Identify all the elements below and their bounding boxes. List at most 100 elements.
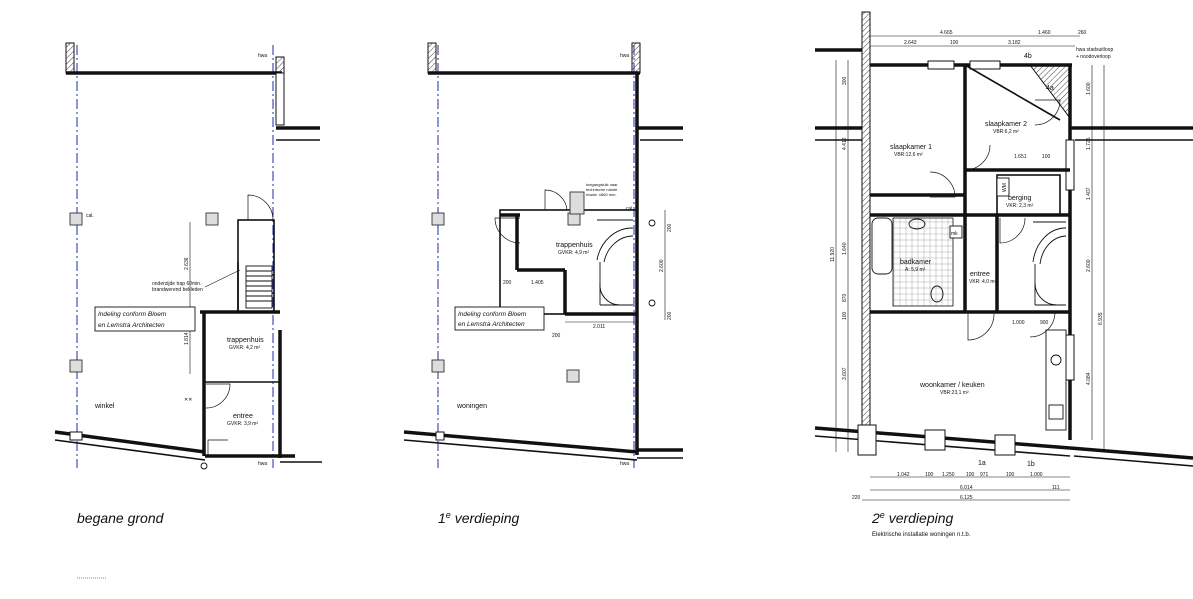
column <box>69 359 83 373</box>
column-label: cal. <box>626 206 634 212</box>
room-area: VKR: 2,3 m² <box>1006 203 1034 209</box>
hwa-label: hwa <box>258 53 267 59</box>
dimension-text: 200 <box>503 280 512 286</box>
dimension-text: 100 <box>950 40 959 46</box>
floor-subtitle: Elektrische installatie woningen n.t.b. <box>872 532 971 538</box>
dimension-text: 111 <box>1052 485 1060 491</box>
grid-bubble <box>200 462 208 470</box>
bathtub <box>871 217 893 275</box>
dimension-text: 870 <box>842 293 848 302</box>
column <box>205 212 219 226</box>
room-name: badkamer <box>900 259 932 266</box>
dimension-text: 1.000 <box>1030 472 1043 478</box>
dimension-text: 1.405 <box>531 280 544 286</box>
door-swing <box>967 313 995 341</box>
grid-bubble <box>648 219 656 227</box>
toilet <box>930 285 944 303</box>
room-area: VBR:6,2 m² <box>993 129 1019 135</box>
sink <box>908 218 926 230</box>
plan-1e-verdieping: 2.011 1.405 2.600 200 200 200 200 toegan… <box>403 42 683 526</box>
room-name: trappenhuis <box>227 337 264 344</box>
wm-label: WM <box>1002 183 1008 192</box>
dimension-text: 3.182 <box>1008 40 1021 46</box>
annotation-text: toegangsluik naar <box>586 182 618 187</box>
callout-label: 4b <box>1024 53 1032 60</box>
room-area: A: 5,9 m² <box>905 267 926 273</box>
architect-note-line: en Lemstra Architecten <box>98 322 165 329</box>
room-name: winkel <box>94 403 115 410</box>
dimension-text: 100 <box>966 472 975 478</box>
room-name: slaapkamer 1 <box>890 144 932 151</box>
dimension-text: 2.600 <box>659 259 665 272</box>
staircase <box>1032 221 1067 306</box>
wall <box>1073 455 1193 467</box>
door-swing <box>999 217 1026 244</box>
annotation-text: maatv. ±860 mm. <box>586 192 617 197</box>
cooktop <box>1048 404 1064 420</box>
room-area: GVKR: 4,9 m² <box>558 250 589 256</box>
column <box>431 359 445 373</box>
architect-note-line: en Lemstra Architecten <box>458 321 525 328</box>
wall-hatched <box>631 42 641 74</box>
dimension-text: 4.665 <box>940 30 953 36</box>
window <box>1065 139 1075 191</box>
annotation-text: onderzijde trap 60min. <box>152 281 201 287</box>
dimension-text: 1.407 <box>1086 187 1092 200</box>
annotation-text: technische ruimte <box>586 187 618 192</box>
dimension-text: 11.920 <box>830 247 836 262</box>
dimension-text: 100 <box>1042 154 1051 160</box>
architect-note-line: Indeling conform Bloem <box>98 311 167 318</box>
column <box>69 212 83 226</box>
column <box>431 212 445 226</box>
door-swing <box>494 217 521 244</box>
plan-begane-grond: 2.636 1.814 onderzijde trap 60min. brand… <box>54 42 322 579</box>
dimension-text: 1.651 <box>1014 154 1027 160</box>
window-frame <box>994 434 1016 456</box>
facade-wall <box>403 439 638 461</box>
staircase <box>245 265 273 309</box>
dimension-text: 260 <box>1078 30 1087 36</box>
room-area: VBR:12,6 m² <box>894 152 923 158</box>
column <box>567 212 581 226</box>
dimension-text: 4.412 <box>842 137 848 150</box>
floor-title: 1e verdieping <box>438 510 520 526</box>
wall <box>964 64 1061 121</box>
room-area: GVKR: 3,9 m² <box>227 421 258 427</box>
dimension-text: 200 <box>552 333 561 339</box>
dimension-text: 200 <box>667 311 673 320</box>
dimension-text: 3.607 <box>842 367 848 380</box>
dimension-text: 900 <box>1040 320 1049 326</box>
floor-title: 2e verdieping <box>871 510 954 526</box>
dimension-text: 100 <box>925 472 934 478</box>
balcony-area <box>1028 64 1071 120</box>
architect-note-line: Indeling conform Bloem <box>458 311 527 318</box>
door-swing <box>1034 99 1061 126</box>
dimension-text: 971 <box>980 472 989 478</box>
dimension-text: 300 <box>842 76 848 85</box>
mk-box <box>949 225 963 239</box>
dimension-text: 4.084 <box>1086 372 1092 385</box>
room-name: berging <box>1008 195 1031 202</box>
callout-label: 4a <box>1046 85 1054 92</box>
window <box>69 431 83 441</box>
room-area: VKR: 4,0 m² <box>969 279 997 285</box>
annotation-text: hwa stadsuitloop <box>1076 47 1113 53</box>
annotation-text: + noodoverloop <box>1076 54 1111 60</box>
wall <box>1069 446 1193 460</box>
door-swing <box>247 194 274 221</box>
room-name: entree <box>233 413 253 420</box>
wm-box <box>996 177 1010 197</box>
door-swing <box>207 439 228 456</box>
window <box>927 60 955 70</box>
wall-hatched <box>275 56 285 74</box>
room-area: GVKR: 4,2 m² <box>229 345 260 351</box>
dimension-text: 2.643 <box>904 40 917 46</box>
dimension-text: 100 <box>1006 472 1015 478</box>
mk-label: mk <box>951 231 958 237</box>
window <box>275 72 285 126</box>
dimension-text: 6.935 <box>1098 312 1104 325</box>
party-wall-hatched <box>861 11 871 453</box>
room-area: VBR:23,1 m² <box>940 390 969 396</box>
